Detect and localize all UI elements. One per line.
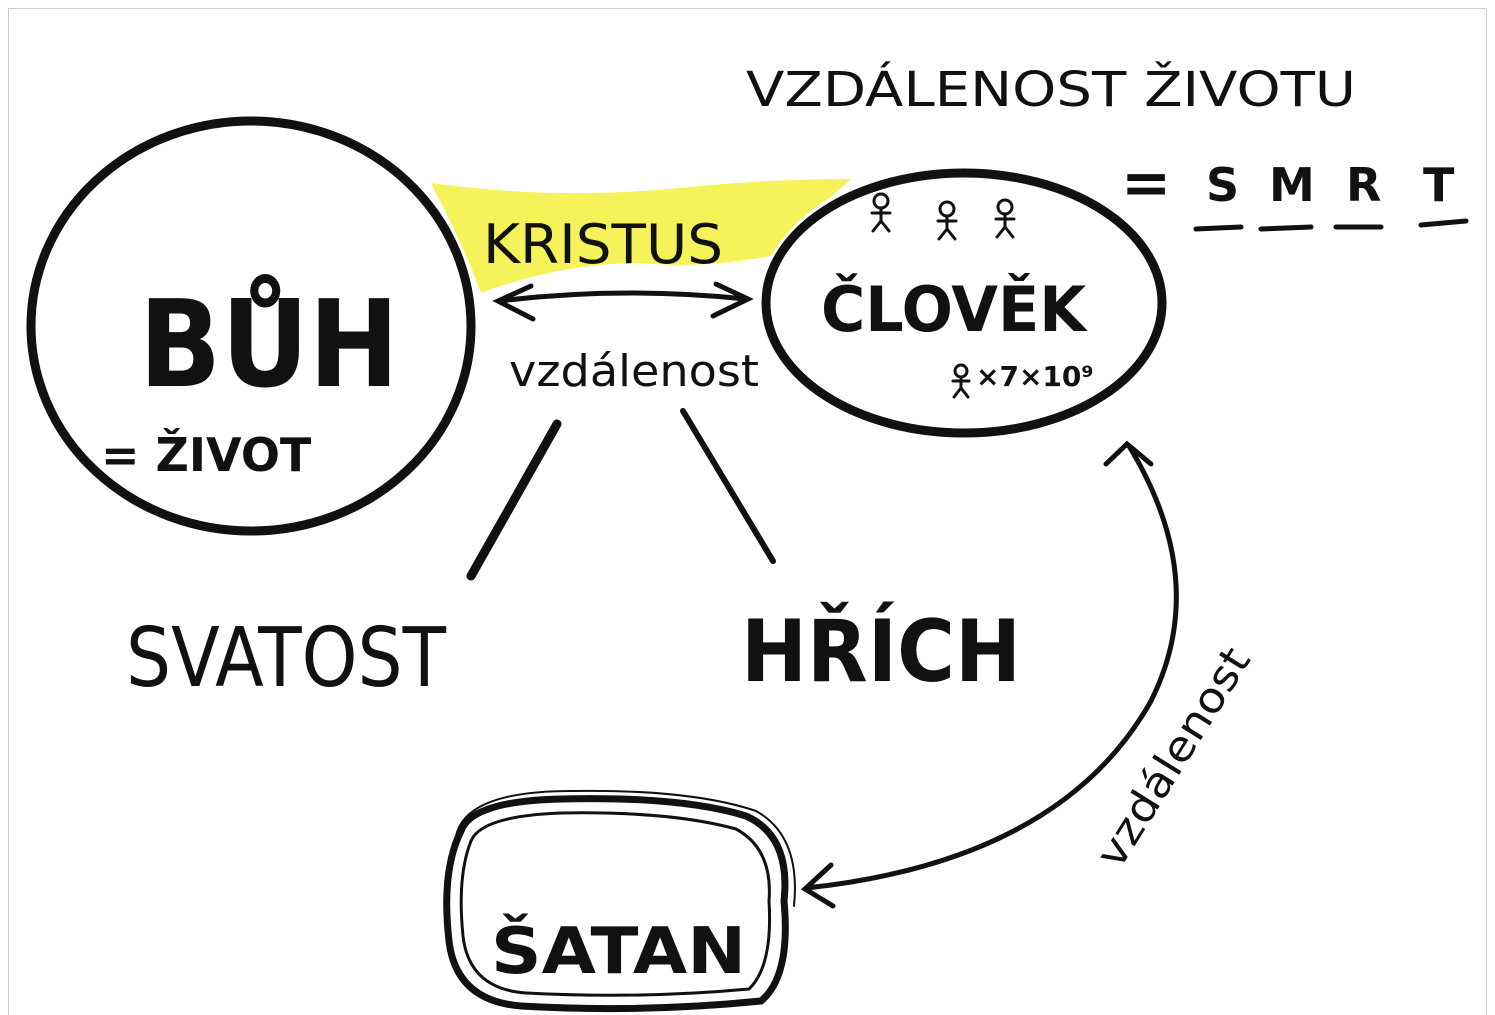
diagram-canvas: BŮH = ŽIVOT KRISTUS vzdálenost ČLOVĚK ×7…	[8, 8, 1487, 1015]
center-double-arrow	[492, 281, 754, 322]
god-circle	[26, 116, 476, 536]
satan-label: ŠATAN	[491, 913, 746, 989]
center-distance-label: vzdálenost	[509, 346, 759, 397]
smrt-letter-t: T	[1423, 158, 1455, 212]
god-subtitle: = ŽIVOT	[101, 428, 312, 482]
smrt-equals: =	[1121, 148, 1171, 218]
god-title: BŮH	[139, 275, 399, 415]
distance-from-life-label: VZDÁLENOST ŽIVOTU	[746, 61, 1356, 118]
man-count: ×7×10⁹	[976, 360, 1094, 393]
sketch-svg: BŮH = ŽIVOT KRISTUS vzdálenost ČLOVĚK ×7…	[26, 61, 1469, 1013]
man-ellipse	[761, 168, 1167, 438]
kristus-highlight	[431, 179, 851, 293]
smrt-letter-s: S	[1206, 158, 1239, 212]
satan-man-arrow	[800, 440, 1179, 909]
smrt-underlines	[1193, 218, 1469, 232]
sin-label: HŘÍCH	[741, 601, 1021, 702]
holiness-label: SVATOST	[126, 611, 447, 706]
satan-blob	[443, 789, 796, 1013]
smrt-letter-r: R	[1346, 158, 1381, 212]
smrt-letter-m: M	[1269, 158, 1315, 212]
people-icon	[870, 192, 1016, 399]
man-title: ČLOVĚK	[821, 273, 1088, 346]
line-to-hrich	[680, 408, 776, 564]
kristus-label: KRISTUS	[483, 213, 723, 276]
line-to-svatost	[466, 419, 562, 581]
